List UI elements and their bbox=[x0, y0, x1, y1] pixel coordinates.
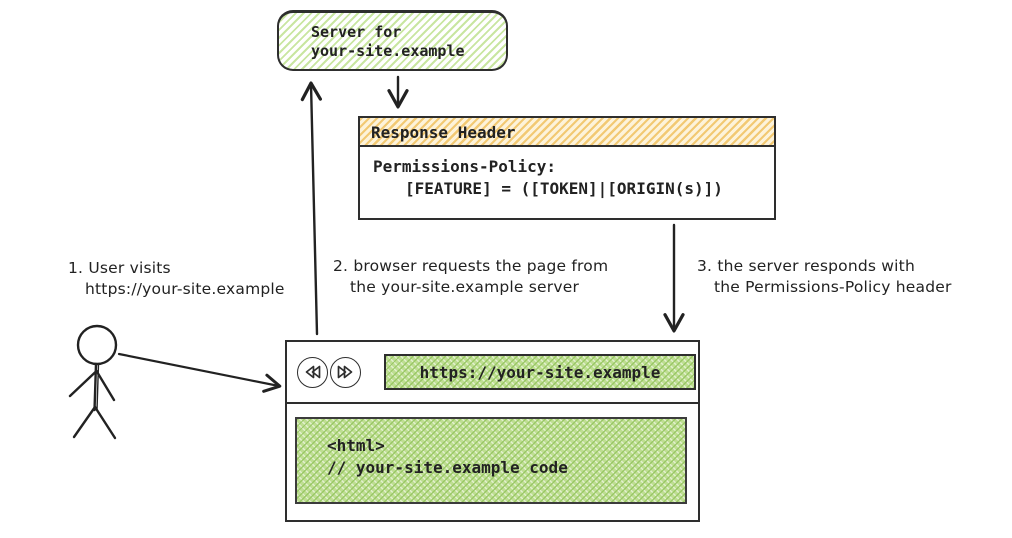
code-line1: <html> bbox=[327, 436, 385, 455]
browser-toolbar: https://your-site.example bbox=[287, 342, 698, 404]
url-bar[interactable]: https://your-site.example bbox=[384, 354, 696, 390]
step-2-line1: 2. browser requests the page from bbox=[333, 257, 609, 275]
stick-figure-right-arm bbox=[95, 369, 116, 402]
response-header-title: Response Header bbox=[360, 118, 774, 147]
stick-figure-left-leg bbox=[72, 405, 97, 439]
step-3-line2: the Permissions-Policy header bbox=[714, 278, 952, 296]
response-header-body: Permissions-Policy: [FEATURE] = ([TOKEN]… bbox=[360, 147, 774, 200]
step-1-line2: https://your-site.example bbox=[85, 280, 285, 298]
stick-figure-body-2 bbox=[96, 363, 100, 411]
step-3-line1: 3. the server responds with bbox=[697, 257, 915, 275]
stick-figure-head bbox=[76, 324, 118, 366]
forward-button[interactable] bbox=[330, 356, 361, 388]
server-box-line1: Server for bbox=[311, 23, 402, 41]
stick-figure-body bbox=[93, 362, 98, 412]
arrow-user-to-browser bbox=[117, 352, 282, 393]
step-2-line2: the your-site.example server bbox=[350, 278, 580, 296]
browser-window: https://your-site.example <html> // your… bbox=[285, 340, 700, 522]
stick-figure bbox=[68, 324, 118, 440]
back-button[interactable] bbox=[297, 356, 328, 388]
step-label-2: 2. browser requests the page from the yo… bbox=[333, 256, 608, 298]
stick-figure-left-arm bbox=[68, 369, 98, 398]
step-1-line1: 1. User visits bbox=[68, 259, 171, 277]
step-label-3: 3. the server responds with the Permissi… bbox=[697, 256, 952, 298]
server-box: Server for your-site.example bbox=[277, 10, 508, 71]
code-line2: // your-site.example code bbox=[327, 458, 568, 477]
policy-line1: Permissions-Policy: bbox=[373, 157, 557, 176]
response-header-box: Response Header Permissions-Policy: [FEA… bbox=[358, 116, 776, 220]
stick-figure-right-leg bbox=[93, 405, 117, 440]
arrow-browser-to-server bbox=[300, 81, 322, 336]
policy-line2: [FEATURE] = ([TOKEN]|[ORIGIN(s)]) bbox=[405, 179, 723, 198]
server-box-line2: your-site.example bbox=[311, 42, 465, 60]
page-content-box: <html> // your-site.example code bbox=[295, 417, 687, 504]
fast-forward-icon bbox=[337, 365, 353, 379]
rewind-icon bbox=[305, 365, 321, 379]
step-label-1: 1. User visits https://your-site.example bbox=[68, 258, 285, 300]
